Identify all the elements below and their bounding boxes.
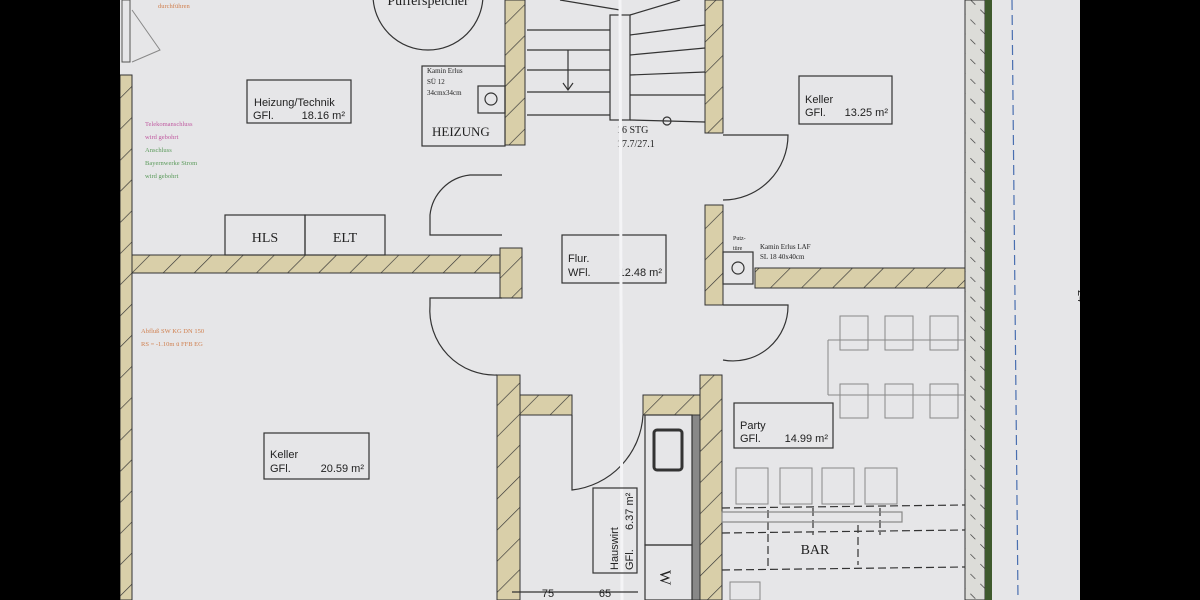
- room-flur: Flur. WFl. 12.48 m²: [561, 234, 667, 284]
- chimney-heizung: Kamin Erlus SÜ 12 34cmx34cm HEIZUNG: [421, 65, 506, 147]
- svg-text:türe: türe: [733, 246, 743, 252]
- chimney-laf: Putz- türe Kamin Erlus LAF SL 18 40x40cm: [722, 236, 811, 285]
- svg-text:14.99 m²: 14.99 m²: [785, 433, 829, 445]
- svg-text:Hauswirt: Hauswirt: [609, 527, 621, 570]
- svg-text:SÜ 12: SÜ 12: [427, 78, 445, 86]
- svg-text:Keller: Keller: [805, 94, 833, 106]
- sink-icon: [652, 428, 684, 472]
- svg-text:Anschluss: Anschluss: [145, 147, 172, 154]
- svg-text:Kamin Erlus: Kamin Erlus: [427, 67, 463, 75]
- paper-fold: [618, 0, 624, 600]
- room-keller-ne: Keller GFl. 13.25 m²: [798, 75, 893, 125]
- svg-text:HLS: HLS: [252, 231, 278, 246]
- svg-text:18.16 m²: 18.16 m²: [302, 110, 346, 122]
- buffer-tank: [372, 0, 484, 51]
- svg-text:RS = -1.10m ü FFB EG: RS = -1.10m ü FFB EG: [141, 341, 203, 348]
- room-hauswirt: Hauswirt GFl. 6.37 m² W: [592, 414, 693, 600]
- washer-label: W: [656, 570, 673, 586]
- room-party: Party GFl. 14.99 m²: [733, 402, 834, 449]
- property-line: [1011, 0, 1019, 600]
- staircase: [527, 0, 706, 126]
- room-keller-sw: Keller GFl. 20.59 m²: [263, 432, 370, 480]
- svg-text:6.37 m²: 6.37 m²: [624, 492, 636, 530]
- svg-text:34cmx34cm: 34cmx34cm: [427, 89, 462, 97]
- svg-text:Abfluß SW KG DN 150: Abfluß SW KG DN 150: [141, 328, 204, 335]
- party-furniture: [729, 315, 965, 600]
- stairs-count: 16 STG: [617, 125, 648, 136]
- stairs-ratio: 17.7/27.1: [617, 139, 655, 150]
- svg-text:ELT: ELT: [333, 231, 358, 246]
- svg-text:WFl.: WFl.: [568, 267, 591, 279]
- svg-text:Keller: Keller: [270, 449, 298, 461]
- bar-counter: [721, 504, 966, 571]
- room-heizung-technik: Heizung/Technik GFl. 18.16 m²: [246, 79, 352, 124]
- bar-label: BAR: [801, 543, 830, 558]
- svg-text:Party: Party: [740, 420, 766, 432]
- svg-text:GFl.: GFl.: [270, 463, 291, 475]
- svg-text:GFl.: GFl.: [740, 433, 761, 445]
- svg-text:SL 18 40x40cm: SL 18 40x40cm: [760, 253, 805, 261]
- svg-text:Bayernwerke Strom: Bayernwerke Strom: [145, 160, 197, 167]
- paper: [120, 0, 1080, 600]
- svg-text:GFl.: GFl.: [624, 549, 636, 570]
- buffer-tank-label: Pufferspeicher: [387, 0, 469, 9]
- annotations: durchführen Telekomanschluss wird gebohr…: [141, 3, 204, 348]
- svg-text:GFl.: GFl.: [805, 107, 826, 119]
- svg-text:Kamin Erlus LAF: Kamin Erlus LAF: [760, 243, 811, 251]
- svg-text:Flur.: Flur.: [568, 253, 589, 265]
- svg-text:65: 65: [599, 588, 611, 600]
- svg-text:13.25 m²: 13.25 m²: [845, 107, 889, 119]
- dimension-line: 75 65: [512, 588, 638, 600]
- svg-text:20.59 m²: 20.59 m²: [321, 463, 365, 475]
- svg-text:durchführen: durchführen: [158, 3, 191, 10]
- svg-text:12.48 m²: 12.48 m²: [619, 267, 663, 279]
- svg-text:wird gebohrt: wird gebohrt: [145, 134, 179, 141]
- svg-text:Heizung/Technik: Heizung/Technik: [254, 97, 335, 109]
- svg-text:wird gebohrt: wird gebohrt: [145, 173, 179, 180]
- svg-text:Putz-: Putz-: [733, 236, 746, 242]
- svg-text:HEIZUNG: HEIZUNG: [432, 124, 490, 139]
- svg-text:75: 75: [542, 588, 554, 600]
- svg-text:GFl.: GFl.: [253, 110, 274, 122]
- hls-elt-cabinets: HLS ELT: [224, 214, 386, 256]
- svg-text:Telekomanschluss: Telekomanschluss: [145, 121, 193, 128]
- walls: [131, 0, 992, 600]
- door-swings: [429, 134, 789, 491]
